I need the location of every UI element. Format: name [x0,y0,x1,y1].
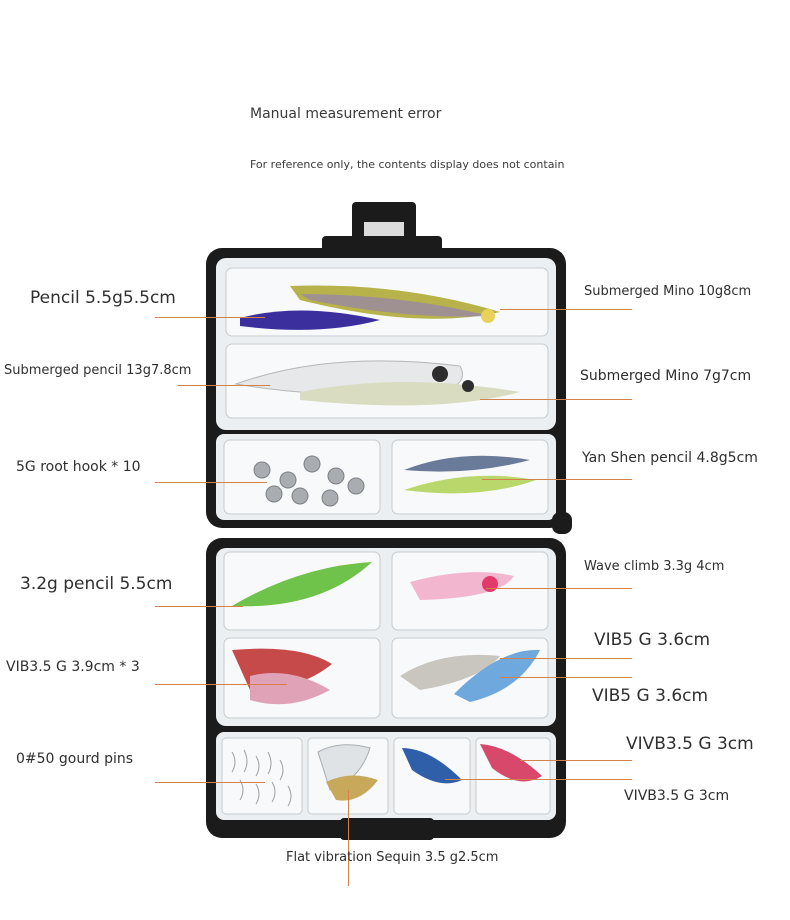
leader-line [155,317,265,318]
label-root-hook: 5G root hook * 10 [16,459,141,475]
leader-line [155,482,267,483]
leader-line [486,588,632,589]
label-submerged-mino-7g: Submerged Mino 7g7cm [580,368,752,384]
reference-note: For reference only, the contents display… [250,158,565,171]
measurement-error-note: Manual measurement error [250,106,442,122]
label-gourd-pins: 0#50 gourd pins [16,751,134,767]
leader-line [155,606,243,607]
leader-line [520,760,632,761]
label-vivb3-5-b: VIVB3.5 G 3cm [624,788,730,804]
label-vib3-5: VIB3.5 G 3.9cm * 3 [6,659,140,675]
leader-line [155,684,287,685]
leader-line [348,790,349,886]
leader-line [500,309,632,310]
label-vivb3-5-a: VIVB3.5 G 3cm [626,734,754,754]
leader-line [155,782,265,783]
label-submerged-mino-10g: Submerged Mino 10g8cm [584,284,752,299]
leader-line [500,658,632,659]
label-yan-shen-pencil: Yan Shen pencil 4.8g5cm [582,450,758,466]
label-pencil-3-2g: 3.2g pencil 5.5cm [20,574,173,594]
label-submerged-pencil: Submerged pencil 13g7.8cm [4,363,192,378]
label-vib5-b: VIB5 G 3.6cm [592,686,709,706]
label-flat-vibration-sequin: Flat vibration Sequin 3.5 g2.5cm [286,850,499,865]
label-pencil-5-5g: Pencil 5.5g5.5cm [30,288,176,308]
label-vib5-a: VIB5 G 3.6cm [594,630,711,650]
leader-line [500,677,632,678]
leader-line [445,779,632,780]
leader-line [178,385,270,386]
label-wave-climb: Wave climb 3.3g 4cm [584,559,725,574]
leader-line [482,479,632,480]
leader-line [480,399,632,400]
